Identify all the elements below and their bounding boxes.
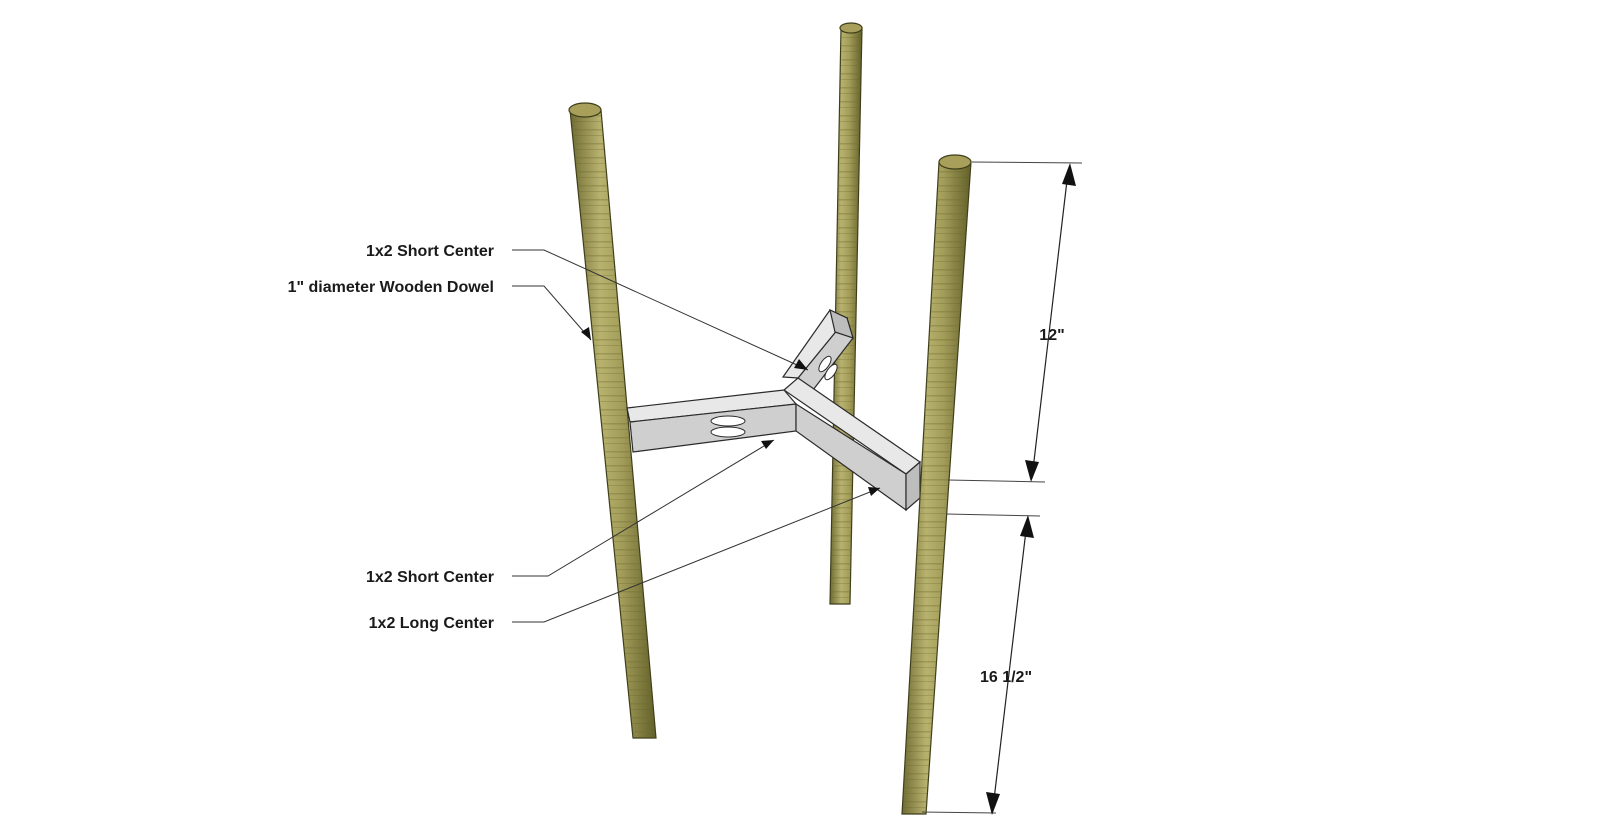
arrowhead-icon	[1020, 515, 1034, 538]
leader-short-center-bottom	[512, 439, 775, 577]
arrowhead-icon	[868, 487, 880, 496]
arrowhead-icon	[1025, 460, 1039, 482]
leader-lines	[512, 249, 881, 623]
label-short-center-top: 1x2 Short Center	[366, 243, 494, 260]
dowel-front-right	[901, 154, 972, 815]
dimension-upper: 12"	[947, 161, 1083, 483]
leader-dowel	[512, 285, 592, 341]
arrowhead-icon	[581, 327, 591, 340]
arrowhead-icon	[1062, 163, 1076, 186]
dimension-lower: 16 1/2"	[921, 513, 1041, 815]
leader-long-center	[512, 487, 881, 623]
label-dowel: 1" diameter Wooden Dowel	[288, 279, 494, 296]
label-short-center-bottom: 1x2 Short Center	[366, 569, 494, 586]
dimension-label-upper: 12"	[1039, 327, 1064, 344]
arrowhead-icon	[986, 792, 1000, 815]
center-bracing	[626, 308, 921, 512]
arrowhead-icon	[761, 440, 774, 449]
leader-short-center-top	[512, 249, 809, 371]
dowel-left	[568, 102, 657, 739]
label-long-center: 1x2 Long Center	[369, 615, 494, 632]
dimension-label-lower: 16 1/2"	[980, 669, 1032, 686]
arrowhead-icon	[794, 359, 808, 370]
